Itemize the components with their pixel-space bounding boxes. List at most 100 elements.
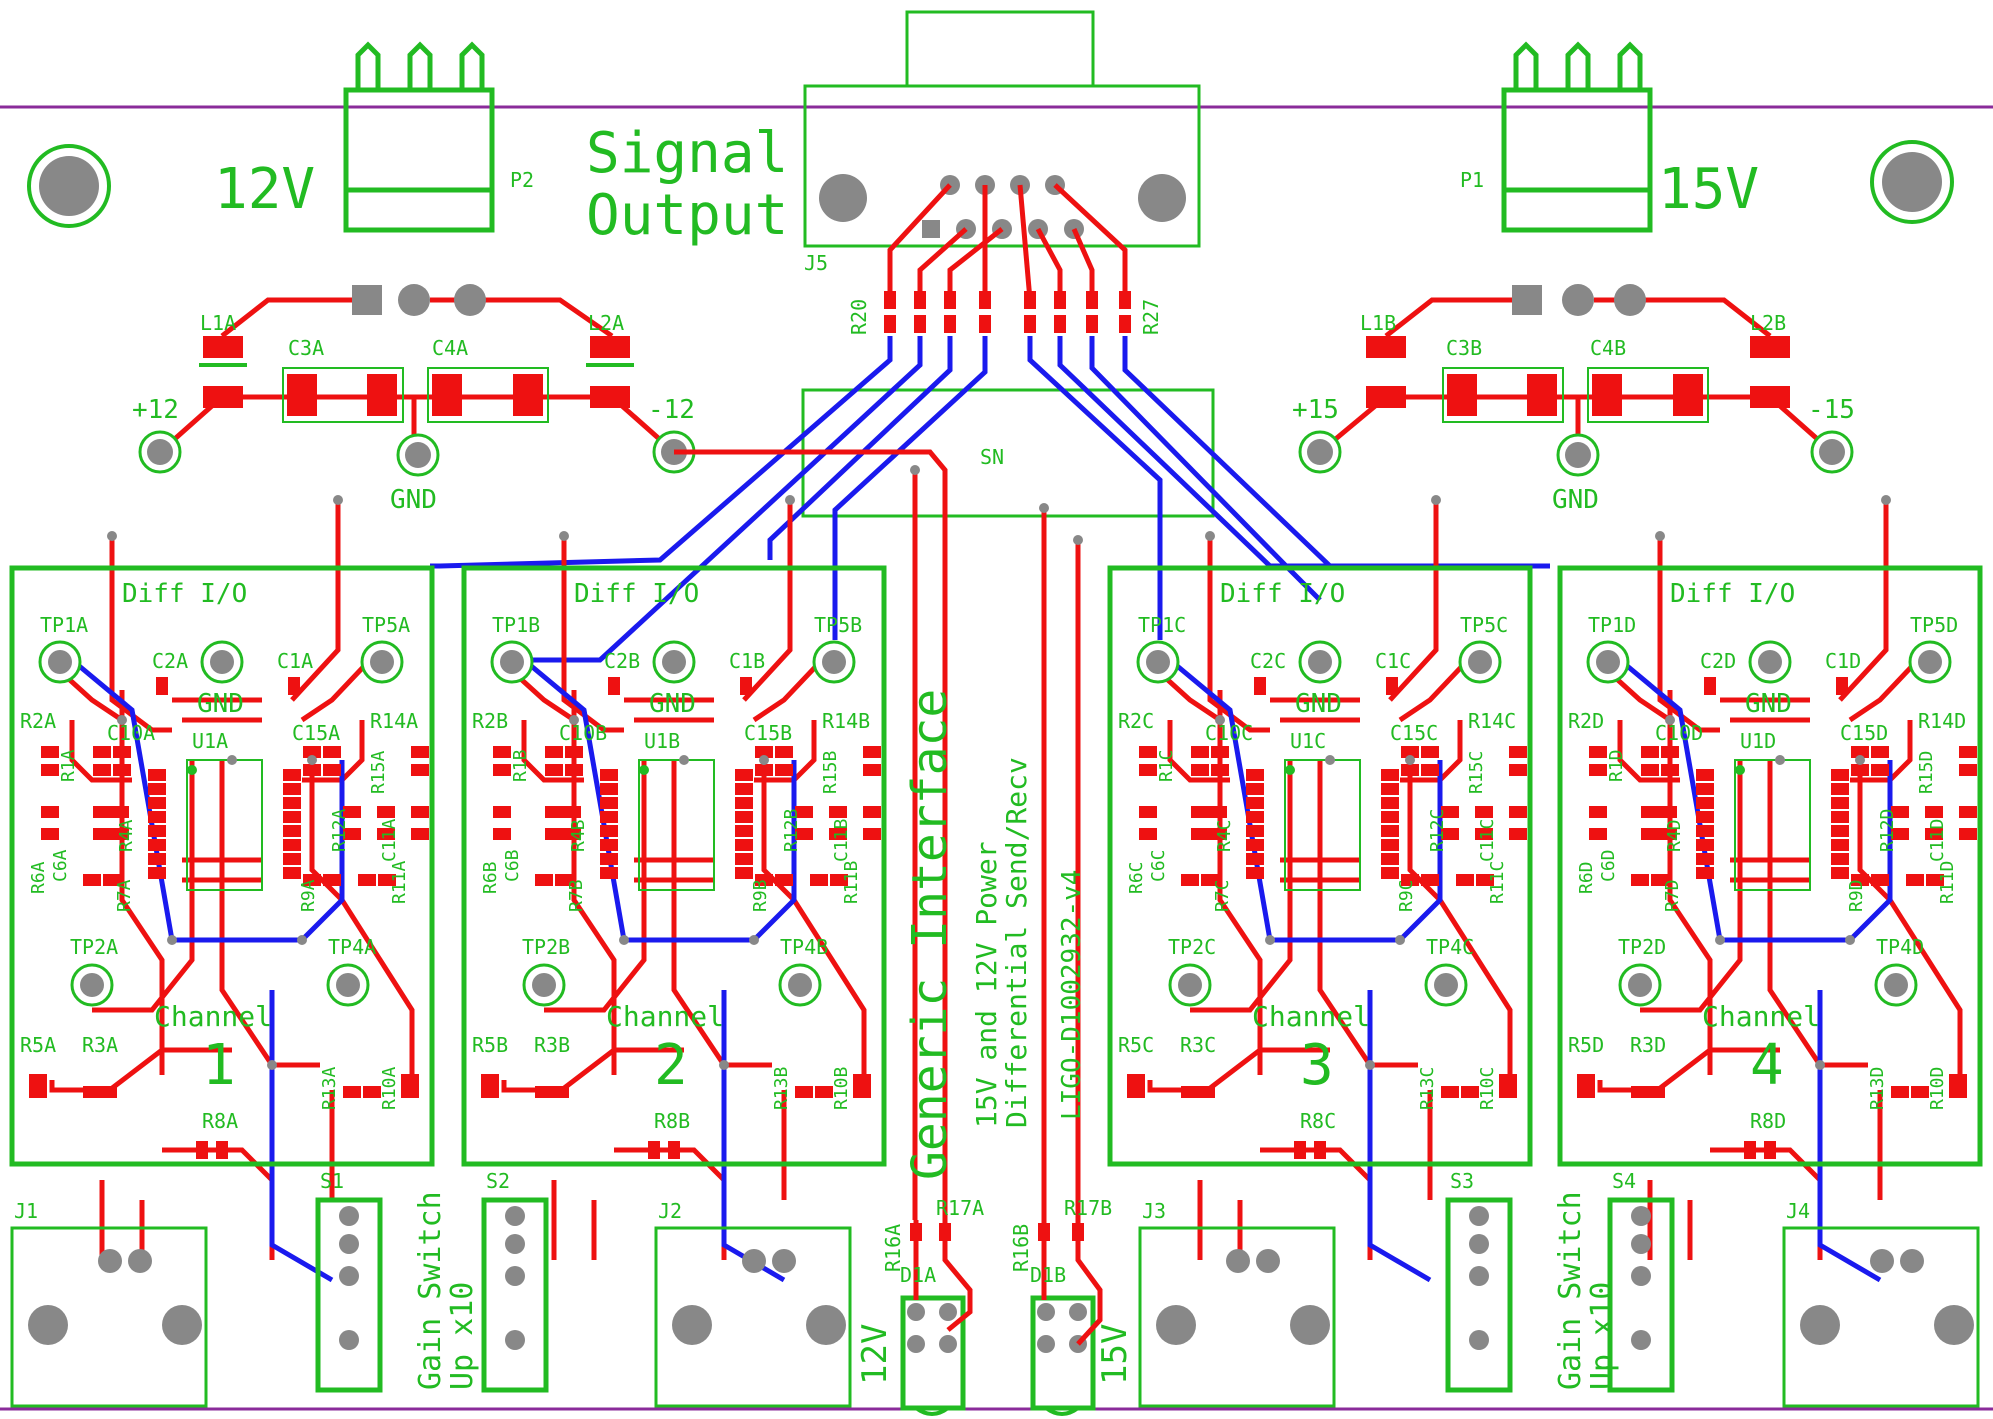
c1-label: C1C — [1375, 649, 1411, 673]
tp4-label: TP4C — [1426, 935, 1474, 959]
smd-pad — [795, 828, 813, 840]
smd-pad — [565, 764, 583, 776]
smd-pad — [545, 806, 563, 818]
r7-label: R7A — [114, 879, 135, 912]
gnd-label: GND — [1295, 689, 1342, 719]
smd-pad — [343, 806, 361, 818]
connector-pin — [98, 1249, 122, 1273]
r3-label: R3A — [82, 1033, 118, 1057]
smd-pad — [863, 828, 881, 840]
blue-bus-traces — [430, 336, 1550, 663]
channel-word-label: Channel — [154, 1000, 272, 1033]
signal-title-line1: Signal — [586, 121, 788, 186]
plus15-label: +15 — [1292, 395, 1339, 425]
via — [619, 935, 629, 945]
d1b-label: D1B — [1030, 1263, 1066, 1287]
r7-label: R7D — [1662, 879, 1683, 912]
smd-pad — [1764, 1141, 1776, 1159]
smd-pad — [303, 874, 321, 886]
tp5-label: TP5C — [1460, 613, 1508, 637]
smd-pad — [1696, 825, 1714, 837]
connector-hole — [1934, 1305, 1974, 1345]
minus12-label: -12 — [648, 395, 695, 425]
gain-up-label: Up x10 — [1585, 1282, 1620, 1390]
r3-label: R3D — [1630, 1033, 1666, 1057]
via — [719, 1060, 729, 1070]
r12-label: R12B — [781, 809, 802, 852]
smd-pad — [608, 677, 620, 695]
c15-label: C15B — [744, 721, 792, 745]
smd-pad — [1926, 874, 1944, 886]
smd-pad — [401, 1086, 419, 1098]
test-point-hole — [788, 973, 812, 997]
test-point-hole — [210, 650, 234, 674]
trace — [1653, 1047, 1780, 1094]
test-point-hole — [1434, 973, 1458, 997]
c2-label: C2A — [152, 649, 188, 673]
c4b-label: C4B — [1590, 336, 1626, 360]
smd-pad — [1871, 874, 1889, 886]
switch-pin — [339, 1206, 359, 1226]
r8-label: R8B — [654, 1109, 690, 1133]
smd-pad — [93, 746, 111, 758]
r1-label: R1D — [1606, 749, 1627, 782]
smd-pad — [1641, 828, 1659, 840]
smd-pad — [1659, 806, 1677, 818]
ic-pin1-dot — [1285, 765, 1295, 775]
l1b-label: L1B — [1360, 311, 1396, 335]
channel-outline — [9, 565, 435, 1167]
ic-pin1-dot — [1735, 765, 1745, 775]
trace — [521, 720, 584, 783]
r20-label: R20 — [847, 299, 871, 335]
smd-pad — [1851, 874, 1869, 886]
r13-label: R13C — [1417, 1067, 1438, 1110]
smd-pad — [283, 825, 301, 837]
r14-label: R14C — [1468, 709, 1516, 733]
smd-pad — [1246, 783, 1264, 795]
switch-outline — [481, 1197, 549, 1393]
minus15-label: -15 — [1808, 395, 1855, 425]
smd-pad — [148, 839, 166, 851]
smd-pad — [493, 764, 511, 776]
c10-label: C10D — [1655, 721, 1703, 745]
r8-label: R8C — [1300, 1109, 1336, 1133]
via — [117, 715, 127, 725]
r15-label: R15D — [1916, 751, 1937, 794]
switch-pin — [505, 1266, 525, 1286]
ic-u1 — [1284, 759, 1361, 891]
r6-label: R6C — [1126, 861, 1147, 894]
channel-blue-traces — [522, 658, 797, 1283]
r1-label: R1A — [58, 749, 79, 782]
smd-pad — [545, 828, 563, 840]
u1-label: U1C — [1290, 729, 1326, 753]
smd-pad — [1314, 1141, 1326, 1159]
gnd-left-label: GND — [390, 485, 437, 515]
smd-pad — [1139, 764, 1157, 776]
smd-pad — [1191, 828, 1209, 840]
smd-pad — [363, 1086, 381, 1098]
r10-label: R10A — [379, 1066, 400, 1110]
smd-pad — [563, 828, 581, 840]
smd-pad — [1139, 806, 1157, 818]
trace — [571, 690, 617, 1075]
channel-smd-pads — [29, 677, 429, 1159]
via — [1815, 1060, 1825, 1070]
r5-label: R5D — [1568, 1033, 1604, 1057]
smd-pad — [853, 1074, 871, 1086]
smd-pad — [1191, 806, 1209, 818]
via — [1405, 755, 1415, 765]
smd-pad — [1127, 1086, 1145, 1098]
bnc-connector-j1: J1 — [10, 1199, 208, 1408]
trace — [1667, 690, 1713, 1075]
smd-pad — [148, 797, 166, 809]
connector-outline — [1138, 1226, 1336, 1408]
smd-pad — [1696, 769, 1714, 781]
trace — [752, 660, 822, 723]
ic-pin1-dot — [187, 765, 197, 775]
j1-label: J1 — [14, 1199, 38, 1223]
dsub-connector-j5 — [803, 10, 1201, 248]
smd-pad — [283, 839, 301, 851]
connector-outline — [10, 1226, 208, 1408]
c3b-label: C3B — [1446, 336, 1482, 360]
smd-pad — [735, 797, 753, 809]
